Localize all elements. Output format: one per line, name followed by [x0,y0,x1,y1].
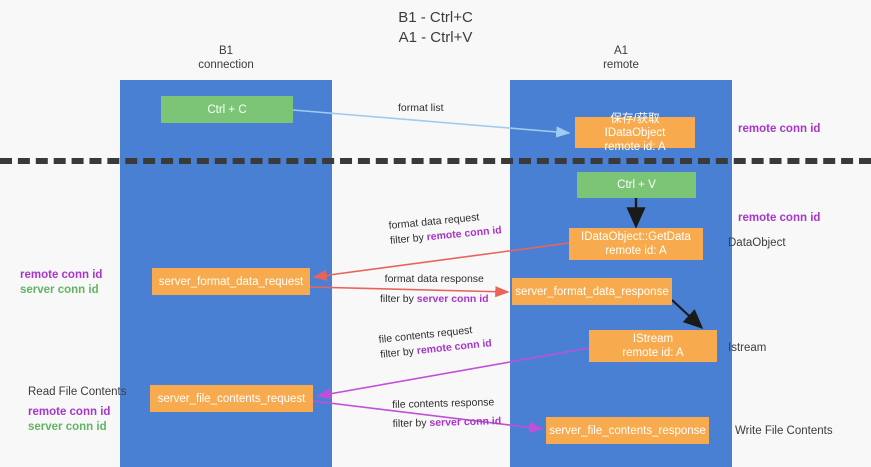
edge-label-format-list-text: format list [398,102,444,114]
annotation-write-file-contents: Write File Contents [735,425,833,437]
node-server-format-data-response[interactable]: server_format_data_response [512,278,672,305]
node-ctrl-v[interactable]: Ctrl + V [577,172,696,198]
title-line-1: B1 - Ctrl+C [398,9,473,26]
node-ctrl-c-label: Ctrl + C [207,103,247,116]
node-server-format-data-request[interactable]: server_format_data_request [152,268,310,295]
lane-header-b1: B1 connection [120,44,332,72]
annotation-left-conn-ids-top: remote conn id server conn id [20,268,102,298]
node-ctrl-v-label: Ctrl + V [617,179,656,191]
annotation-left-remote-conn-id: remote conn id [20,269,103,281]
node-ctrl-c[interactable]: Ctrl + C [161,96,293,123]
annotation-left2-server-conn-id: server conn id [28,421,107,433]
title-line-2: A1 - Ctrl+V [398,29,473,46]
lane-b1-role: connection [198,59,254,71]
node-idataobject-line1: 保存/获取IDataObject [604,112,666,139]
annotation-istream: Istream [728,342,767,354]
node-getdata-line2: remote id: A [605,245,667,257]
node-sfcres-label: server_file_contents_response [549,424,706,437]
node-idataobject[interactable]: 保存/获取IDataObject remote id: A [575,113,695,153]
lane-header-a1: A1 remote [510,44,732,72]
edge-label-fcres-line1: file contents response [392,396,495,411]
annotation-dataobject: DataObject [728,237,786,249]
annotation-left-server-conn-id: server conn id [20,284,99,296]
lane-a1-role: remote [603,59,639,71]
annotation-remote-conn-id-mid: remote conn id [738,212,821,224]
edge-label-fcres-prefix: filter by [392,417,430,430]
edge-label-file-contents-response: file contents response filter by server … [392,395,501,432]
lane-a1-name: A1 [613,45,629,57]
node-getdata-line1: IDataObject::GetData [581,231,691,243]
annotation-remote-conn-id-top: remote conn id [738,123,821,135]
edge-label-format-data-response: format data response filter by server co… [380,272,489,307]
annotation-left2-remote-conn-id: remote conn id [28,406,111,418]
annotation-read-file-contents: Read File Contents [28,386,127,398]
node-sfdreq-label: server_format_data_request [158,275,304,288]
edge-label-fcres-line2: filter by server conn id [392,414,502,432]
edge-label-fdres-line1: format data response [384,273,484,285]
edge-label-fdreq-prefix: filter by [389,231,428,247]
edge-label-format-list: format list [398,101,444,116]
node-sfcreq-label: server_file_contents_request [157,392,306,405]
edge-label-fdres-highlight: server conn id [416,293,489,305]
node-server-file-contents-request[interactable]: server_file_contents_request [150,385,313,412]
phase-divider [0,158,871,164]
edge-label-fcreq-prefix: filter by [379,345,418,361]
edge-label-format-data-request: format data request filter by remote con… [388,208,502,249]
node-istream-line1: IStream [632,333,674,345]
node-istream-line2: remote id: A [622,347,684,359]
node-sfdres-label: server_format_data_response [515,285,669,298]
edge-label-fdres-line2: filter by server conn id [380,292,489,307]
node-idataobject-line2: remote id: A [604,140,666,153]
edge-label-file-contents-request: file contents request filter by remote c… [378,321,493,363]
edge-label-fdres-prefix: filter by [380,293,417,305]
annotation-read-file-contents-group: Read File Contents remote conn id server… [28,385,126,435]
node-istream[interactable]: IStream remote id: A [589,330,717,362]
diagram-title: B1 - Ctrl+C A1 - Ctrl+V [0,8,871,48]
node-idataobject-getdata[interactable]: IDataObject::GetData remote id: A [569,228,703,260]
node-server-file-contents-response[interactable]: server_file_contents_response [546,417,709,444]
edge-label-fcres-highlight: server conn id [429,415,502,430]
lane-b1-name: B1 [218,45,234,57]
